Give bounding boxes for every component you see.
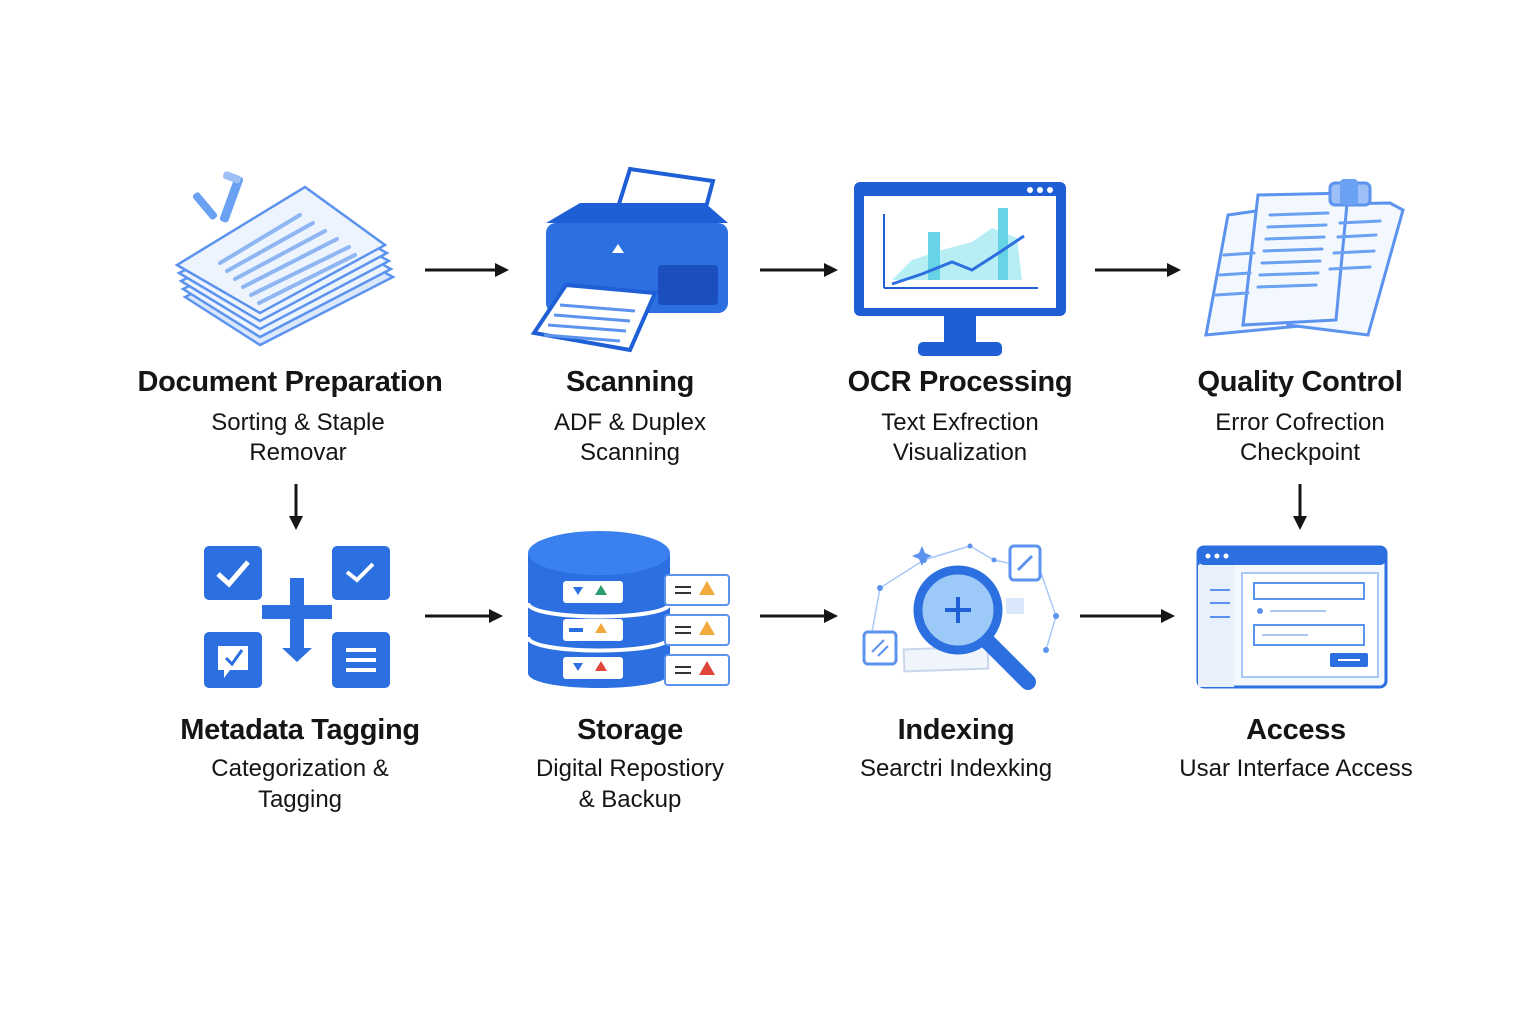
step-subtitle-line1: Sorting & Staple [211, 409, 385, 436]
step-subtitle-line2: & Backup [578, 786, 682, 813]
step-subtitle-line1: Usar Interface Access [1179, 755, 1413, 782]
step-indexing: Indexing Searctri Indexking [816, 714, 1096, 794]
database-icon [526, 531, 730, 688]
arrow-qc-to-access [1293, 484, 1307, 530]
step-access: Access Usar Interface Access [1146, 714, 1446, 794]
step-scanning: Scanning ADF & Duplex Scanning [500, 366, 760, 476]
step-metadata-tagging: Metadata Tagging Categorization & Taggin… [140, 714, 460, 824]
arrow-prep-to-metadata [289, 484, 303, 530]
step-subtitle-line2: Removar [249, 439, 347, 466]
monitor-chart-icon [854, 182, 1066, 356]
step-quality-control: Quality Control Error Cofrection Checkpo… [1160, 366, 1440, 476]
arrow-indexing-to-access [1080, 609, 1175, 623]
step-subtitle-line2: Visualization [892, 439, 1028, 466]
step-subtitle-line1: Categorization & [211, 755, 389, 782]
arrow-storage-to-indexing [760, 609, 838, 623]
arrow-prep-to-scan [425, 263, 509, 277]
arrow-ocr-to-qc [1095, 263, 1181, 277]
step-title: Access [1246, 714, 1346, 746]
arrow-scan-to-ocr [760, 263, 838, 277]
step-subtitle-line2: Scanning [579, 439, 681, 466]
step-title: Quality Control [1197, 366, 1403, 398]
step-title: Storage [577, 714, 683, 746]
step-subtitle-line1: ADF & Duplex [553, 409, 707, 436]
step-subtitle-line1: Error Cofrection [1215, 409, 1385, 436]
step-subtitle-line1: Searctri Indexking [859, 755, 1053, 782]
tag-checklist-icon [204, 546, 390, 688]
arrow-metadata-to-storage [425, 609, 503, 623]
step-subtitle-line2: Checkpoint [1239, 439, 1361, 466]
clipboard-documents-icon [1204, 179, 1405, 337]
step-title: Indexing [897, 714, 1015, 746]
step-title: Document Preparation [137, 366, 443, 398]
step-title: OCR Processing [847, 366, 1073, 398]
scanner-icon [530, 166, 728, 353]
staples [192, 171, 244, 223]
step-ocr-processing: OCR Processing Text Exfrection Visualiza… [820, 366, 1100, 476]
browser-window-icon [1196, 545, 1388, 689]
step-document-preparation: Document Preparation Sorting & Staple Re… [120, 366, 460, 476]
step-subtitle-line1: Text Exfrection [881, 409, 1039, 436]
magnifier-icon [862, 543, 1059, 690]
step-title: Metadata Tagging [180, 714, 420, 746]
step-storage: Storage Digital Repostiory & Backup [490, 714, 770, 824]
step-title: Scanning [565, 366, 695, 398]
paper-text-lines [218, 213, 357, 305]
step-subtitle-line2: Tagging [257, 786, 343, 813]
document-stack-icon [174, 171, 396, 347]
step-subtitle-line1: Digital Repostiory [535, 755, 725, 782]
